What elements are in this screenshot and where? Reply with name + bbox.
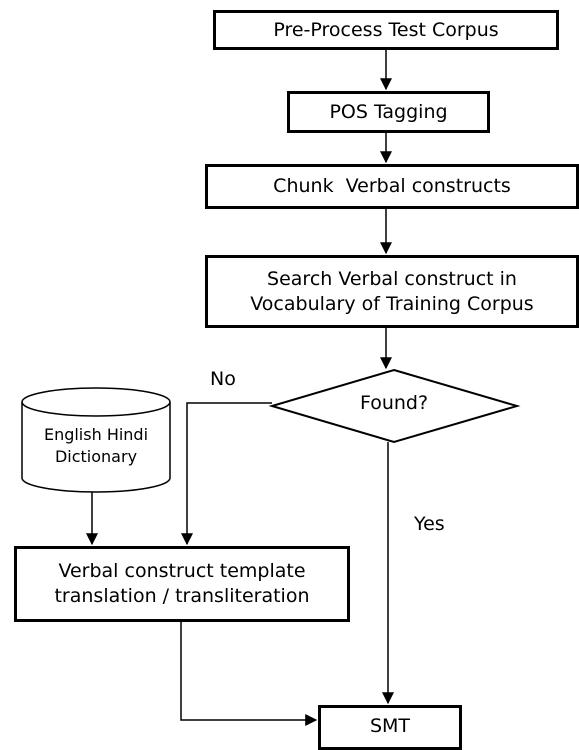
branch-no-label: No	[210, 368, 236, 390]
arrow-no-to-template	[181, 402, 272, 546]
preprocess-label: Pre-Process Test Corpus	[273, 18, 499, 41]
search-label-line2: Vocabulary of Training Corpus	[250, 292, 534, 315]
preprocess-box: Pre-Process Test Corpus	[213, 10, 559, 50]
template-label-line2: translation / transliteration	[54, 585, 310, 607]
decision-label: Found?	[359, 392, 429, 414]
template-label-line1: Verbal construct template	[58, 560, 306, 583]
decision-diamond	[268, 368, 521, 444]
dictionary-label-line2: Dictionary	[54, 447, 138, 467]
pos-tagging-box: POS Tagging	[287, 91, 490, 133]
arrow-template-to-smt	[180, 622, 318, 726]
dictionary-label: English Hindi Dictionary	[22, 424, 170, 469]
dictionary-label-line1: English Hindi	[43, 425, 149, 444]
smt-box: SMT	[318, 705, 462, 750]
search-box: Search Verbal construct in Vocabulary of…	[205, 255, 579, 328]
chunk-box: Chunk Verbal constructs	[205, 164, 579, 209]
pos-tagging-label: POS Tagging	[329, 100, 448, 123]
branch-yes-label: Yes	[414, 513, 445, 535]
chunk-label: Chunk Verbal constructs	[273, 175, 511, 198]
template-box: Verbal construct template translation / …	[14, 546, 350, 622]
database-cylinder	[21, 387, 171, 493]
search-label-line1: Search Verbal construct in	[267, 267, 517, 290]
smt-label: SMT	[369, 715, 411, 737]
